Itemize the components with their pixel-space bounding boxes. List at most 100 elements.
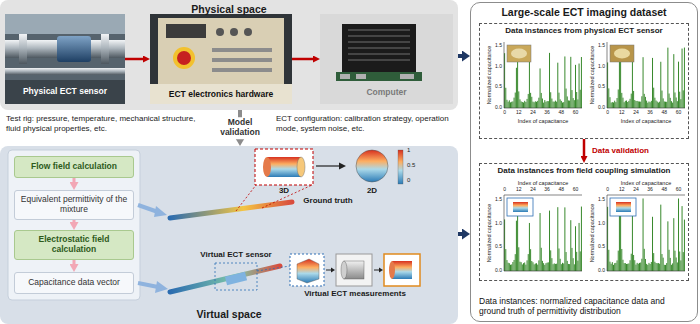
bar — [669, 250, 670, 271]
axis-tick: 12 — [516, 110, 522, 116]
axis-tick: 24 — [633, 110, 639, 116]
bar — [637, 101, 638, 108]
colorbar-tick: 0 — [407, 177, 410, 184]
connector-arrow — [583, 139, 586, 156]
space-panel: Physical space Physical ECT sensor ECT e… — [0, 0, 458, 110]
bar — [671, 101, 672, 108]
bar — [639, 102, 640, 108]
bar — [547, 263, 548, 271]
bar — [525, 265, 526, 271]
bar — [569, 101, 570, 108]
bar — [648, 263, 649, 271]
axis-tick: 36 — [647, 110, 653, 116]
bar — [679, 251, 680, 271]
bar — [647, 103, 648, 108]
bar — [624, 102, 625, 108]
axis-tick: 48 — [559, 187, 565, 193]
bar — [542, 98, 543, 108]
photo-box: Computer — [320, 14, 453, 104]
bar — [617, 98, 618, 108]
bar — [564, 56, 565, 108]
colorbar-tick: 1 — [407, 147, 410, 154]
bar — [549, 211, 550, 271]
bar — [673, 218, 674, 271]
bar — [651, 101, 652, 108]
bar — [646, 264, 647, 271]
connector-arrow — [458, 232, 462, 236]
bar — [557, 63, 558, 108]
bar — [522, 102, 523, 108]
bar — [653, 253, 654, 271]
bar — [521, 101, 522, 108]
bar — [509, 100, 510, 108]
bar — [630, 260, 631, 271]
axis-tick: 0.5 — [598, 244, 605, 250]
bar — [660, 62, 661, 108]
bar — [561, 101, 562, 108]
bar — [562, 103, 563, 108]
bar — [612, 262, 613, 271]
bar — [553, 264, 554, 271]
bar — [619, 61, 620, 108]
bar — [523, 263, 524, 271]
bar — [679, 92, 680, 108]
axis-tick: 60 — [676, 110, 682, 116]
bar — [510, 265, 511, 271]
bar — [518, 247, 519, 271]
bar — [518, 91, 519, 108]
connector-arrow — [73, 260, 76, 264]
bar — [524, 101, 525, 108]
node-text: Computer — [363, 88, 409, 104]
bar — [608, 88, 609, 108]
axis-tick: 1.0 — [495, 221, 502, 227]
bar — [684, 48, 685, 108]
bar — [541, 93, 542, 108]
bar — [522, 264, 523, 271]
bar — [656, 263, 657, 271]
bar — [647, 265, 648, 271]
bar — [519, 99, 520, 108]
bar — [643, 198, 644, 271]
bar — [574, 264, 575, 271]
bar — [540, 68, 541, 108]
process-box: Flow field calculation — [14, 156, 134, 178]
bar — [631, 254, 632, 271]
bar — [656, 100, 657, 108]
bar — [659, 102, 660, 108]
bar — [644, 94, 645, 108]
bar — [579, 64, 580, 108]
node-text: ECT electronics hardware — [166, 90, 276, 104]
bar — [540, 213, 541, 271]
bar — [537, 265, 538, 271]
photo-inset — [610, 45, 634, 62]
bar — [530, 93, 531, 108]
axis-tick: 12 — [516, 187, 522, 193]
axis-tick: 60 — [676, 187, 682, 193]
bar — [661, 91, 662, 108]
bar — [657, 263, 658, 271]
bar — [640, 262, 641, 271]
bar — [638, 264, 639, 271]
bar — [634, 260, 635, 271]
bar — [543, 263, 544, 271]
bar — [666, 102, 667, 108]
axis-line — [607, 108, 685, 109]
bar — [661, 254, 662, 271]
bar — [677, 262, 678, 271]
bar — [627, 264, 628, 271]
bar — [630, 99, 631, 108]
bar — [633, 255, 634, 271]
bar — [571, 90, 572, 108]
bar — [555, 264, 556, 271]
dashed-group: Data instances from physical ECT sensorN… — [479, 23, 689, 139]
axis-line — [504, 195, 582, 196]
pipe-picture — [5, 14, 125, 104]
bar — [567, 96, 568, 108]
axis-tick: 24 — [530, 187, 536, 193]
bar — [608, 250, 609, 271]
axis-title: Index of capacitance — [518, 118, 568, 124]
bar — [545, 102, 546, 108]
bar — [640, 102, 641, 108]
bar — [505, 88, 506, 108]
bar — [506, 100, 507, 108]
